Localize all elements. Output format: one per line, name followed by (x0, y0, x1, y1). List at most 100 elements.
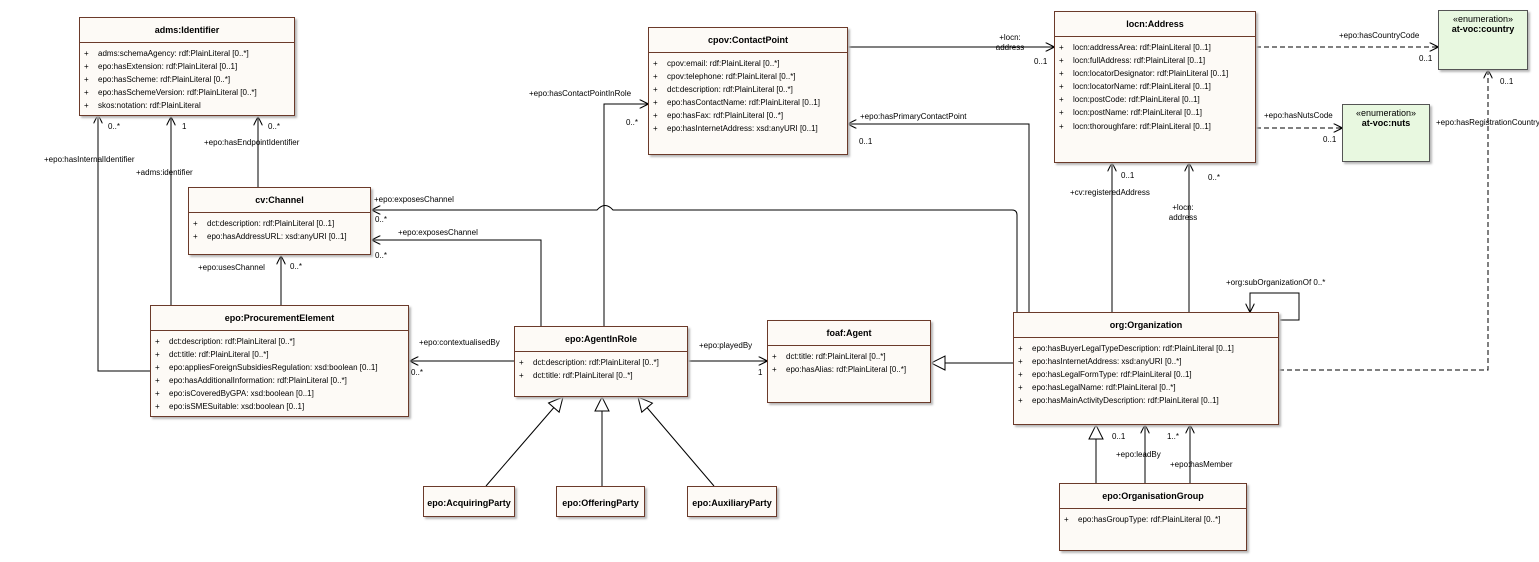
attribute-text: epo:isSMESuitable: xsd:boolean [0..1] (169, 402, 305, 412)
class-attribute: + epo:hasInternetAddress: xsd:anyURI [0..… (1018, 355, 1274, 368)
visibility-marker: + (1064, 515, 1069, 524)
class-attribute: + epo:isCoveredByGPA: xsd:boolean [0..1] (155, 387, 404, 400)
multiplicity: 1 (758, 368, 763, 377)
visibility-marker: + (653, 72, 658, 82)
attribute-list: +adms:schemaAgency: rdf:PlainLiteral [0.… (80, 43, 294, 114)
attribute-text: epo:hasSchemeVersion: rdf:PlainLiteral [… (98, 88, 257, 98)
class-attribute: +epo:hasContactName: rdf:PlainLiteral [0… (653, 96, 843, 109)
multiplicity: 0..* (411, 368, 424, 377)
label-lead-by: +epo:leadBy (1116, 450, 1161, 459)
label-sub-organization-of: +org:subOrganizationOf 0..* (1226, 278, 1326, 287)
class-attribute: +epo:hasInternetAddress: xsd:anyURI [0..… (653, 122, 843, 135)
class-epo-acquiring-party[interactable]: epo:AcquiringParty (423, 486, 515, 517)
enum-at-voc-nuts[interactable]: «enumeration» at-voc:nuts (1342, 104, 1430, 162)
class-name: cv:Channel (189, 188, 370, 213)
visibility-marker: + (1059, 95, 1064, 105)
class-name: org:Organization (1014, 313, 1278, 338)
assoc-has-primary-contact-point (848, 124, 1030, 312)
attribute-text: epo:isCoveredByGPA: xsd:boolean [0..1] (169, 389, 314, 399)
multiplicity: 0..* (108, 122, 121, 131)
class-attribute: +epo:hasLegalFormType: rdf:PlainLiteral … (1018, 368, 1274, 381)
class-attribute: + locn:locatorDesignator: rdf:PlainLitera… (1059, 67, 1251, 80)
label-adms-identifier: +adms:identifier (136, 168, 193, 177)
multiplicity: 0..1 (1121, 171, 1135, 180)
class-epo-agent-in-role[interactable]: epo:AgentInRole +dct:description: rdf:Pl… (514, 326, 688, 397)
class-attribute: +epo:hasExtension: rdf:PlainLiteral [0..… (84, 60, 290, 73)
class-adms-identifier[interactable]: adms:Identifier +adms:schemaAgency: rdf:… (79, 17, 295, 116)
label-has-nuts-code: +epo:hasNutsCode (1264, 111, 1333, 120)
attribute-list: + dct:description: rdf:PlainLiteral [0..*… (151, 331, 408, 416)
class-attribute: +epo:hasAlias: rdf:PlainLiteral [0..*] (772, 363, 926, 376)
attribute-text: skos:notation: rdf:PlainLiteral (98, 101, 201, 111)
attribute-text: locn:fullAddress: rdf:PlainLiteral [0..1… (1073, 56, 1206, 66)
class-attribute: + dct:description: rdf:PlainLiteral [0..*… (519, 356, 683, 369)
class-attribute: +adms:schemaAgency: rdf:PlainLiteral [0.… (84, 47, 290, 60)
class-attribute: +locn:thoroughfare: rdf:PlainLiteral [0.… (1059, 120, 1251, 133)
class-name: epo:AcquiringParty (427, 498, 511, 508)
class-foaf-agent[interactable]: foaf:Agent +dct:title: rdf:PlainLiteral … (767, 320, 931, 403)
attribute-text: locn:postCode: rdf:PlainLiteral [0..1] (1073, 95, 1200, 105)
attribute-list: +dct:title: rdf:PlainLiteral [0..*]+epo:… (768, 346, 930, 378)
attribute-text: epo:hasAdditionalInformation: rdf:PlainL… (169, 376, 347, 386)
enum-name: at-voc:country (1451, 24, 1515, 34)
attribute-list: + dct:description: rdf:PlainLiteral [0..1… (189, 213, 370, 245)
multiplicity: 0..* (375, 251, 388, 260)
attribute-text: locn:locatorName: rdf:PlainLiteral [0..1… (1073, 82, 1211, 92)
class-name: foaf:Agent (768, 321, 930, 346)
class-epo-organisation-group[interactable]: epo:OrganisationGroup +epo:hasGroupType:… (1059, 483, 1247, 551)
class-name: locn:Address (1055, 12, 1255, 37)
attribute-text: locn:locatorDesignator: rdf:PlainLiteral… (1073, 69, 1229, 79)
visibility-marker: + (653, 98, 658, 108)
visibility-marker: + (155, 389, 160, 399)
attribute-list: + epo:hasBuyerLegalTypeDescription: rdf:P… (1014, 338, 1278, 409)
attribute-list: +cpov:email: rdf:PlainLiteral [0..*]+cpo… (649, 53, 847, 138)
visibility-marker: + (193, 219, 198, 228)
multiplicity: 0..* (375, 215, 388, 224)
class-org-organization[interactable]: org:Organization + epo:hasBuyerLegalTypeD… (1013, 312, 1279, 425)
attribute-text: epo:hasBuyerLegalTypeDescription: rdf:Pl… (1032, 344, 1234, 353)
visibility-marker: + (1018, 370, 1023, 380)
label-locn-address-top: +locn: address (990, 33, 1030, 53)
class-attribute: +epo:hasLegalName: rdf:PlainLiteral [0..… (1018, 381, 1274, 394)
attribute-text: dct:description: rdf:PlainLiteral [0..1] (207, 219, 335, 228)
class-attribute: +dct:title: rdf:PlainLiteral [0..*] (155, 348, 404, 361)
class-epo-auxiliary-party[interactable]: epo:AuxiliaryParty (687, 486, 777, 517)
label-uses-channel: +epo:usesChannel (198, 263, 265, 272)
visibility-marker: + (519, 358, 524, 367)
label-contextualised-by: +epo:contextualisedBy (419, 338, 500, 347)
enum-at-voc-country[interactable]: «enumeration» at-voc:country (1438, 10, 1528, 70)
class-epo-offering-party[interactable]: epo:OfferingParty (556, 486, 645, 517)
visibility-marker: + (1018, 396, 1023, 406)
visibility-marker: + (1059, 69, 1064, 79)
class-attribute: +epo:hasFax: rdf:PlainLiteral [0..*] (653, 109, 843, 122)
attribute-text: epo:hasAlias: rdf:PlainLiteral [0..*] (786, 365, 907, 375)
label-has-internal-identifier: +epo:hasInternalIdentifier (44, 155, 135, 164)
class-attribute: +epo:hasBuyerLegalTypeDescription: rdf:P… (1018, 342, 1274, 355)
visibility-marker: + (1018, 357, 1023, 367)
class-attribute: +epo:hasSchemeVersion: rdf:PlainLiteral … (84, 86, 290, 99)
assoc-has-contact-point-in-role (603, 104, 648, 326)
label-line: +locn: (999, 33, 1021, 42)
multiplicity: 0..1 (1112, 432, 1126, 441)
attribute-text: epo:hasInternetAddress: xsd:anyURI [0..*… (1032, 357, 1182, 367)
visibility-marker: + (1059, 82, 1064, 92)
attribute-text: dct:description: rdf:PlainLiteral [0..*] (533, 358, 659, 367)
enum-stereotype: «enumeration» (1355, 108, 1417, 118)
visibility-marker: + (653, 111, 658, 121)
attribute-text: epo:hasInternetAddress: xsd:anyURI [0..1… (667, 124, 818, 134)
attribute-text: epo:hasGroupType: rdf:PlainLiteral [0..*… (1078, 515, 1221, 524)
multiplicity: 0..* (626, 118, 639, 127)
visibility-marker: + (155, 376, 160, 386)
visibility-marker: + (1018, 383, 1023, 393)
class-cv-channel[interactable]: cv:Channel + dct:description: rdf:PlainLi… (188, 187, 371, 255)
visibility-marker: + (84, 49, 89, 58)
class-epo-procurement-element[interactable]: epo:ProcurementElement +dct:description:… (150, 305, 409, 417)
attribute-text: dct:description: rdf:PlainLiteral [0..*] (667, 85, 793, 95)
class-cpov-contact-point[interactable]: cpov:ContactPoint +cpov:email: rdf:Plain… (648, 27, 848, 155)
multiplicity: 0..* (268, 122, 281, 131)
multiplicity: 1 (182, 122, 187, 131)
class-attribute: +locn:fullAddress: rdf:PlainLiteral [0..… (1059, 54, 1251, 67)
attribute-text: dct:description: rdf:PlainLiteral [0..*] (169, 337, 295, 346)
class-locn-address[interactable]: locn:Address +locn:addressArea: rdf:Plai… (1054, 11, 1256, 163)
attribute-list: + dct:description: rdf:PlainLiteral [0..*… (515, 352, 687, 384)
